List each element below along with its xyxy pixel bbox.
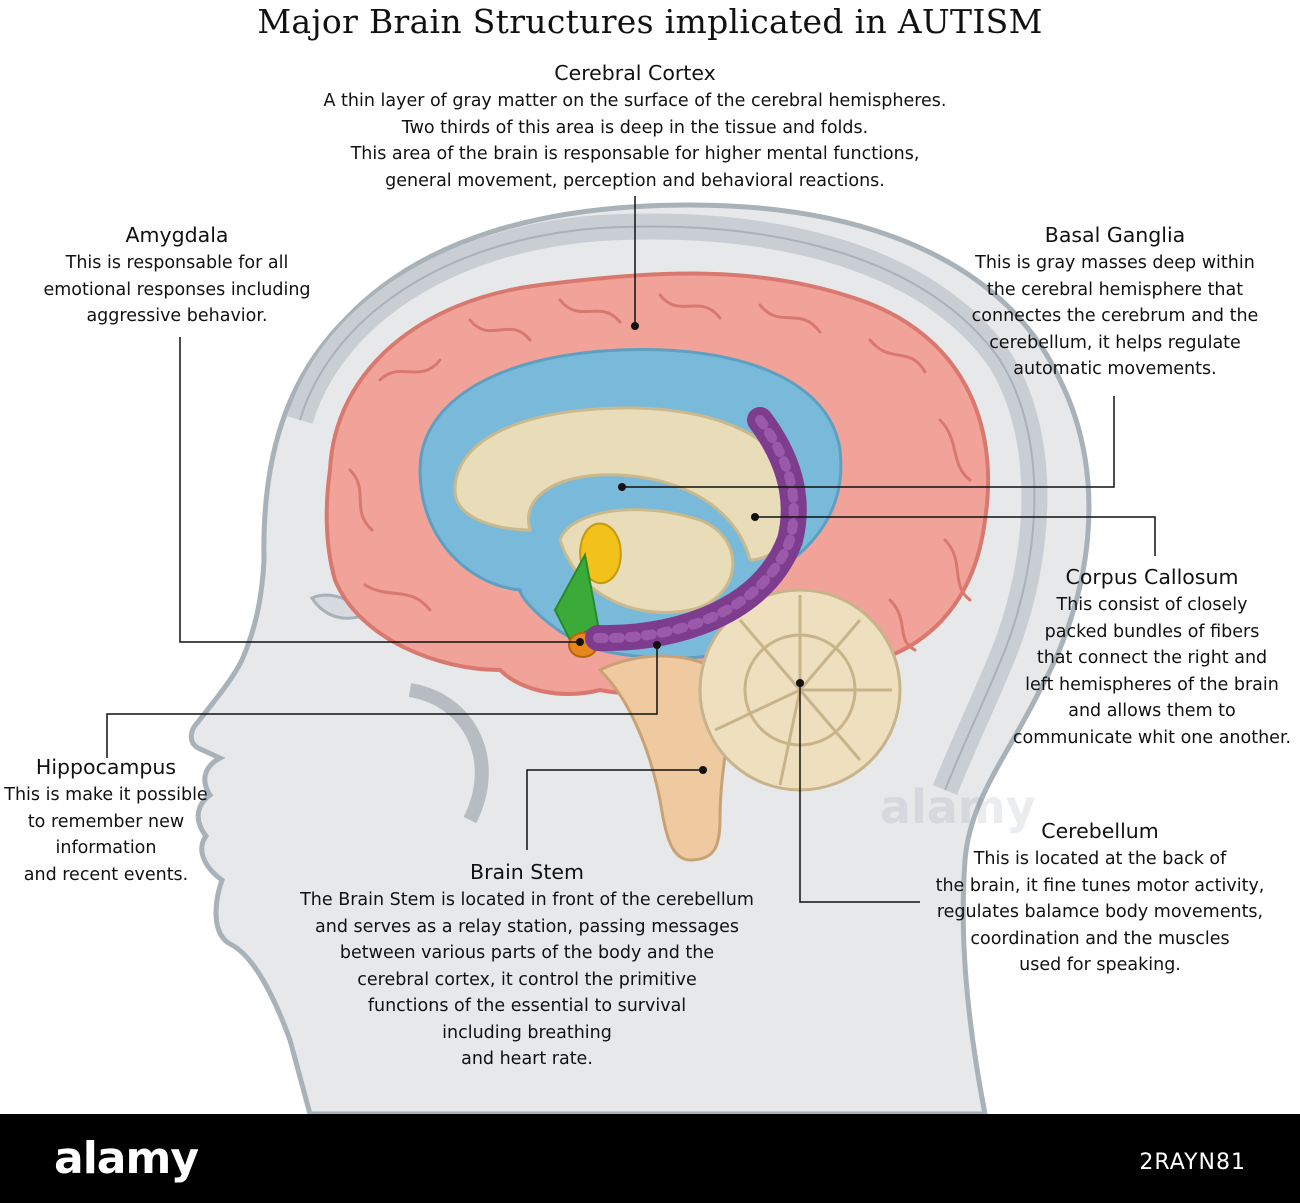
label-line: the cerebral hemisphere that <box>986 279 1244 300</box>
label-line: packed bundles of fibers <box>1044 621 1260 642</box>
leader-lines <box>106 196 1156 903</box>
label-line: general movement, perception and behavio… <box>385 170 885 191</box>
label-line: communicate whit one another. <box>1012 727 1292 748</box>
label-line: coordination and the muscles <box>970 928 1230 949</box>
label-heading: Cerebellum <box>1041 819 1159 843</box>
label-heading: Brain Stem <box>470 860 584 884</box>
label-hippocampus: Hippocampus This is make it possible to … <box>0 752 212 888</box>
label-line: automatic movements. <box>1013 359 1217 379</box>
label-corpus-callosum: Corpus Callosum This consist of closely … <box>1004 562 1300 751</box>
leader-corpus <box>755 516 1156 556</box>
hippocampus-highlight <box>593 415 799 644</box>
label-brain-stem: Brain Stem The Brain Stem is located in … <box>270 857 784 1073</box>
label-line: This consist of closely <box>1056 595 1248 615</box>
label-line: Two thirds of this area is deep in the t… <box>401 117 869 138</box>
label-line: This is gray masses deep within <box>975 253 1255 273</box>
leader-cerebellum <box>799 683 920 903</box>
ear-icon <box>408 683 489 824</box>
label-line: and serves as a relay station, passing m… <box>315 916 739 937</box>
label-line: emotional responses including <box>43 279 311 300</box>
leader-amygdala <box>179 337 580 643</box>
label-line: The Brain Stem is located in front of th… <box>300 890 754 910</box>
label-line: regulates balamce body movements, <box>936 902 1264 922</box>
label-line: to remember new <box>27 811 185 832</box>
watermark-text: alamy <box>880 780 1036 834</box>
label-heading: Corpus Callosum <box>1065 565 1239 589</box>
cortex-folds <box>348 293 972 652</box>
cerebellum-folds <box>714 595 892 786</box>
brain-illustration <box>106 196 1156 1114</box>
label-line: This is responsable for all <box>65 253 289 273</box>
label-line: and heart rate. <box>461 1049 593 1069</box>
label-line: used for speaking. <box>1019 955 1181 975</box>
label-line: This is make it possible <box>4 785 208 805</box>
label-line: This is located at the back of <box>973 849 1227 869</box>
label-amygdala: Amygdala This is responsable for all emo… <box>27 220 327 330</box>
label-line: including breathing <box>442 1022 612 1043</box>
footer-bar: alamy 2RAYN81 <box>0 1114 1300 1203</box>
label-line: and recent events. <box>23 864 189 885</box>
label-line: connectes the cerebrum and the <box>971 306 1259 326</box>
label-basal-ganglia: Basal Ganglia This is gray masses deep w… <box>960 220 1270 383</box>
label-line: functions of the essential to survival <box>367 996 687 1016</box>
label-line: cerebellum, it helps regulate <box>989 332 1241 353</box>
corpus-callosum-shape <box>453 406 802 562</box>
label-heading: Amygdala <box>125 223 229 247</box>
label-line: aggressive behavior. <box>86 306 268 326</box>
hypothalamus-green <box>553 552 600 642</box>
label-line: cerebral cortex, it control the primitiv… <box>357 969 697 990</box>
label-cerebellum: Cerebellum This is located at the back o… <box>922 816 1278 979</box>
label-line: the brain, it fine tunes motor activity, <box>935 875 1265 896</box>
alamy-logo: alamy <box>54 1133 199 1184</box>
skull-band-outline <box>299 225 1036 791</box>
label-cerebral-cortex: Cerebral Cortex A thin layer of gray mat… <box>285 58 985 194</box>
label-line: left hemispheres of the brain <box>1025 674 1279 695</box>
label-line: that connect the right and <box>1036 648 1268 668</box>
label-heading: Cerebral Cortex <box>554 61 716 85</box>
label-heading: Basal Ganglia <box>1044 223 1186 247</box>
leader-basal <box>622 396 1115 488</box>
label-line: A thin layer of gray matter on the surfa… <box>323 91 947 111</box>
label-line: between various parts of the body and th… <box>339 943 715 963</box>
leader-dots <box>576 322 804 774</box>
label-line: information <box>55 838 157 858</box>
label-heading: Hippocampus <box>35 755 177 779</box>
leader-hippocampus <box>106 645 658 758</box>
image-id: 2RAYN81 <box>1139 1150 1246 1175</box>
label-line: and allows them to <box>1068 701 1236 721</box>
label-line: This area of the brain is responsable fo… <box>350 144 920 164</box>
leader-stem <box>526 769 703 850</box>
diagram-title: Major Brain Structures implicated in AUT… <box>257 2 1043 41</box>
